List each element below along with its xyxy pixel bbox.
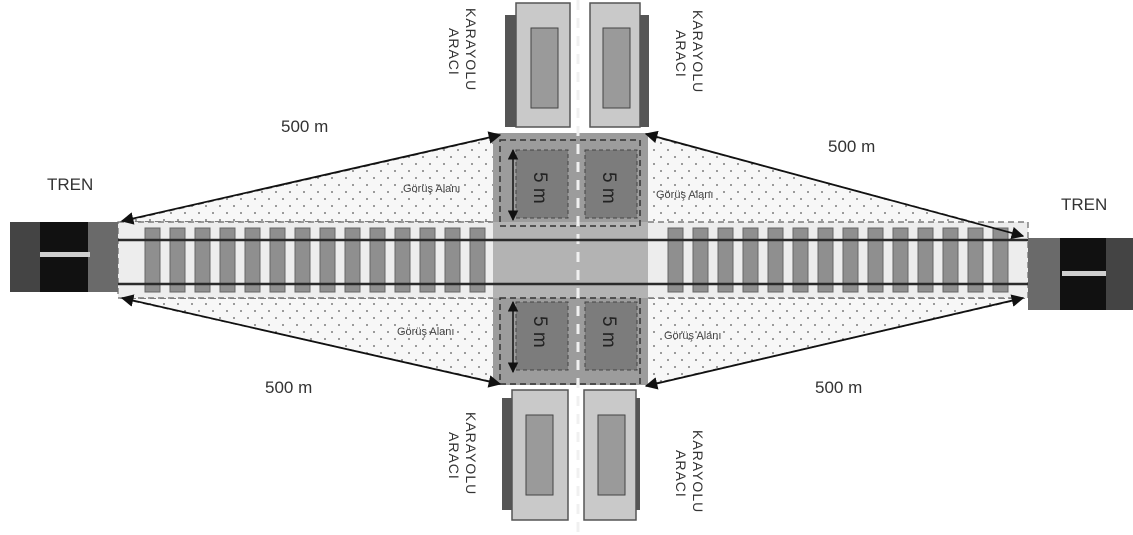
road-vehicle-label-bottom-left: KARAYOLU ARACI xyxy=(446,412,479,495)
track-sleeper xyxy=(817,227,834,293)
road-vehicle-top-right xyxy=(589,2,649,128)
road-vehicle-label-line1: KARAYOLU xyxy=(463,412,479,495)
road-vehicle-bottom-right xyxy=(583,389,640,521)
five-meter-zone-upper-right xyxy=(584,149,638,219)
track-sleeper xyxy=(319,227,336,293)
road-vehicle-label-line2: ARACI xyxy=(673,450,689,498)
five-meter-label-upper-right: 5 m xyxy=(598,172,619,204)
track-sleeper xyxy=(692,227,709,293)
road-vehicle-bottom-left xyxy=(502,389,569,521)
five-meter-zone-upper-left xyxy=(515,149,569,219)
five-meter-label-lower-left: 5 m xyxy=(529,316,550,348)
track-sleeper xyxy=(992,227,1009,293)
road-crossing-track-section xyxy=(493,222,648,298)
track-sleeper xyxy=(169,227,186,293)
sight-area-label-upper-left: Görüş Alanı xyxy=(403,183,460,195)
track-sleeper xyxy=(369,227,386,293)
road-vehicle-label-top-left: KARAYOLU ARACI xyxy=(446,8,479,91)
track-sleeper xyxy=(469,227,486,293)
distance-arrows xyxy=(120,130,1025,390)
road-vehicle-label-bottom-right: KARAYOLU ARACI xyxy=(673,430,706,513)
distance-label-lower-right: 500 m xyxy=(815,378,862,397)
track-sleeper xyxy=(892,227,909,293)
track-sleeper xyxy=(667,227,684,293)
track-sleeper xyxy=(942,227,959,293)
sight-area-label-lower-right: Görüş Alanı xyxy=(664,330,721,342)
track-sleeper xyxy=(394,227,411,293)
five-meter-zone-lower-left xyxy=(515,301,569,371)
track-sleeper xyxy=(917,227,934,293)
track-sleeper xyxy=(717,227,734,293)
road-vehicle-label-line2: ARACI xyxy=(446,28,462,76)
track-sleepers xyxy=(144,227,1009,293)
five-meter-label-lower-right: 5 m xyxy=(598,316,619,348)
road-vehicle-label-top-right: KARAYOLU ARACI xyxy=(673,10,706,93)
road-vehicle-label-line1: KARAYOLU xyxy=(690,10,706,93)
distance-label-upper-left: 500 m xyxy=(281,117,328,136)
sight-area-label-lower-left: Görüş Alanı xyxy=(397,326,454,338)
track-sleeper xyxy=(842,227,859,293)
road-vehicle-label-line2: ARACI xyxy=(673,30,689,78)
distance-label-upper-right: 500 m xyxy=(828,137,875,156)
road-vehicle-top-left xyxy=(505,2,571,128)
track-sleeper xyxy=(269,227,286,293)
track-sleeper xyxy=(219,227,236,293)
road-vehicle-label-line1: KARAYOLU xyxy=(690,430,706,513)
track-sleeper xyxy=(742,227,759,293)
track-sleeper xyxy=(144,227,161,293)
track-sleeper xyxy=(294,227,311,293)
train-label-left: TREN xyxy=(47,175,93,194)
track-sleeper xyxy=(967,227,984,293)
track-sleeper xyxy=(444,227,461,293)
track-sleeper xyxy=(767,227,784,293)
sight-area-label-upper-right: Görüş Alanı xyxy=(656,189,713,201)
five-meter-label-upper-left: 5 m xyxy=(529,172,550,204)
track-sleeper xyxy=(344,227,361,293)
train-label-right: TREN xyxy=(1061,195,1107,214)
train-left xyxy=(10,222,118,292)
track-sleeper xyxy=(194,227,211,293)
track-sleeper xyxy=(419,227,436,293)
track-sleeper xyxy=(792,227,809,293)
road-vehicle-label-line2: ARACI xyxy=(446,432,462,480)
road-vehicle-label-line1: KARAYOLU xyxy=(463,8,479,91)
track-sleeper xyxy=(244,227,261,293)
five-meter-zone-lower-right xyxy=(584,301,638,371)
track-sleeper xyxy=(867,227,884,293)
train-right xyxy=(1028,238,1133,310)
distance-label-lower-left: 500 m xyxy=(265,378,312,397)
